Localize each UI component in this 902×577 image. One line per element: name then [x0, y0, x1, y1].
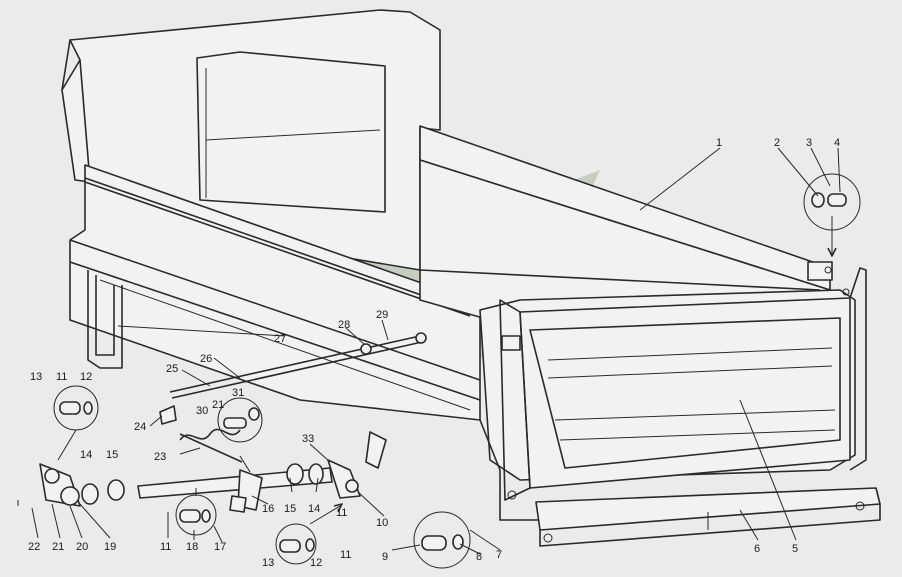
- callout-11-right: 11: [336, 507, 347, 519]
- leader-lines: [17, 147, 841, 555]
- callout-22: 22: [28, 541, 40, 553]
- hinge-bar: [535, 487, 881, 547]
- callout-15-right: 15: [284, 503, 296, 515]
- rear-tailgate: [499, 267, 867, 501]
- callout-31: 31: [232, 387, 244, 399]
- callout-3: 3: [806, 137, 812, 149]
- callout-12-top: 12: [80, 371, 92, 383]
- callout-12-bottom: 12: [310, 557, 322, 569]
- callout-10: 10: [376, 517, 388, 529]
- callout-24: 24: [134, 421, 146, 433]
- callout-4: 4: [834, 137, 840, 149]
- callout-labels: 1 2 3 4 5 6 7 8 9 10 11 11 11 11 12 12 1…: [28, 137, 840, 569]
- callout-28: 28: [338, 319, 350, 331]
- callout-29: 29: [376, 309, 388, 321]
- callout-11-top: 11: [56, 371, 67, 383]
- callout-30: 30: [196, 405, 208, 417]
- callout-23: 23: [154, 451, 166, 463]
- callout-18: 18: [186, 541, 198, 553]
- callout-15-left: 15: [106, 449, 118, 461]
- lock-mechanism: [39, 405, 387, 513]
- callout-14-right: 14: [308, 503, 320, 515]
- callout-21-top: 21: [212, 399, 224, 411]
- callout-5: 5: [792, 543, 798, 555]
- front-board: [61, 9, 441, 271]
- callout-11-bottom: 11: [340, 549, 351, 561]
- callout-1: 1: [716, 137, 722, 149]
- detail-bubble-pin-4: [803, 173, 861, 257]
- detail-bubble-pin-18: [175, 488, 217, 536]
- callout-20: 20: [76, 541, 88, 553]
- callout-26: 26: [200, 353, 212, 365]
- callout-11-left: 11: [160, 541, 171, 553]
- callout-27: 27: [274, 333, 286, 345]
- callout-2: 2: [774, 137, 780, 149]
- detail-bubble-pin-8: [413, 511, 471, 569]
- callout-14-left: 14: [80, 449, 92, 461]
- callout-13-top: 13: [30, 371, 42, 383]
- callout-8: 8: [476, 551, 482, 563]
- callout-6: 6: [754, 543, 760, 555]
- callout-33: 33: [302, 433, 314, 445]
- callout-7: 7: [496, 549, 502, 561]
- callout-17: 17: [214, 541, 226, 553]
- detail-bubble-pin-12-bottom: [275, 503, 343, 565]
- callout-25: 25: [166, 363, 178, 375]
- lock-rod: [169, 332, 427, 399]
- callout-9: 9: [382, 551, 388, 563]
- callout-13-bottom: 13: [262, 557, 274, 569]
- detail-bubble-pin-13-top: [53, 385, 99, 461]
- callout-19: 19: [104, 541, 116, 553]
- callout-16: 16: [262, 503, 274, 515]
- detail-bubble-pin-30: [217, 397, 263, 443]
- callout-21-bottom: 21: [52, 541, 64, 553]
